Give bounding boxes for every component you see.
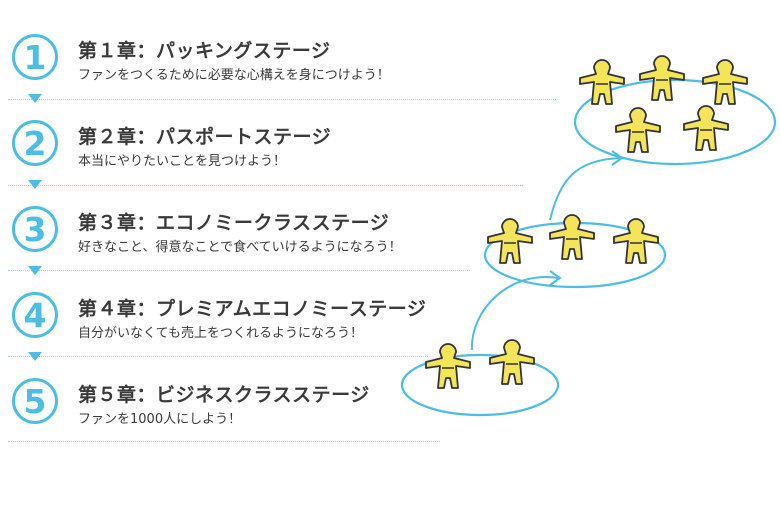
stage-description: ファンを1000人にしよう！ — [78, 412, 242, 427]
stage-number-circle: 1 — [12, 34, 58, 80]
stage-number: 2 — [23, 123, 47, 163]
separator-line — [8, 99, 556, 100]
person-figure — [489, 339, 535, 385]
stage-description: 本当にやりたいことを見つけよう！ — [78, 154, 287, 169]
stage-title: 第５章：ビジネスクラスステージ — [78, 384, 370, 406]
down-arrow-icon — [28, 180, 42, 189]
stage-number-circle: 3 — [12, 206, 58, 252]
stage-1: 1 第１章：パッキングステージ ファンをつくるために必要な心構えを身につけよう！ — [0, 34, 780, 120]
bottom-group-ellipse — [400, 353, 560, 417]
stage-number: 3 — [23, 209, 47, 249]
stage-description: 自分がいなくても売上をつくれるようになろう！ — [78, 326, 363, 341]
stage-number-circle: 5 — [12, 378, 58, 424]
stage-title: 第１章：パッキングステージ — [78, 40, 331, 62]
person-figure — [549, 214, 595, 260]
person-figure — [639, 55, 685, 101]
stage-number-circle: 4 — [12, 292, 58, 338]
stage-5: 5 第５章：ビジネスクラスステージ ファンを1000人にしよう！ — [0, 378, 780, 464]
separator-line — [8, 270, 470, 271]
stage-description: 好きなこと、得意なことで食べていけるようになろう！ — [78, 240, 402, 255]
stage-3: 3 第３章：エコノミークラスステージ 好きなこと、得意なことで食べていけるように… — [0, 206, 780, 292]
stage-title: 第４章：プレミアムエコノミーステージ — [78, 298, 427, 320]
stage-2: 2 第２章：パスポートステージ 本当にやりたいことを見つけよう！ — [0, 120, 780, 206]
down-arrow-icon — [28, 94, 42, 103]
stage-number: 5 — [23, 381, 47, 421]
growth-arrow-head-icon — [549, 270, 562, 286]
stage-title: 第２章：パスポートステージ — [78, 126, 332, 148]
person-figure — [579, 59, 625, 105]
separator-line — [8, 185, 523, 186]
person-figure — [425, 343, 471, 389]
stage-number: 4 — [23, 295, 47, 335]
fan-growth-illustration — [400, 55, 777, 417]
top-group-ellipse — [573, 78, 777, 166]
growth-arrow-1 — [470, 275, 559, 351]
person-figure — [702, 59, 748, 105]
down-arrow-icon — [28, 352, 42, 361]
stage-number-circle: 2 — [12, 120, 58, 166]
stage-4: 4 第４章：プレミアムエコノミーステージ 自分がいなくても売上をつくれるようにな… — [0, 292, 780, 378]
down-arrow-icon — [28, 266, 42, 275]
person-figure — [615, 107, 661, 153]
person-figure — [683, 105, 729, 151]
stage-number: 1 — [23, 37, 47, 77]
separator-line — [8, 356, 428, 357]
growth-arrow-2 — [549, 157, 621, 221]
stage-description: ファンをつくるために必要な心構えを身につけよう！ — [78, 68, 390, 83]
person-figure — [487, 218, 533, 264]
person-figure — [613, 218, 659, 264]
separator-line — [8, 441, 440, 442]
stage-title: 第３章：エコノミークラスステージ — [78, 212, 390, 234]
